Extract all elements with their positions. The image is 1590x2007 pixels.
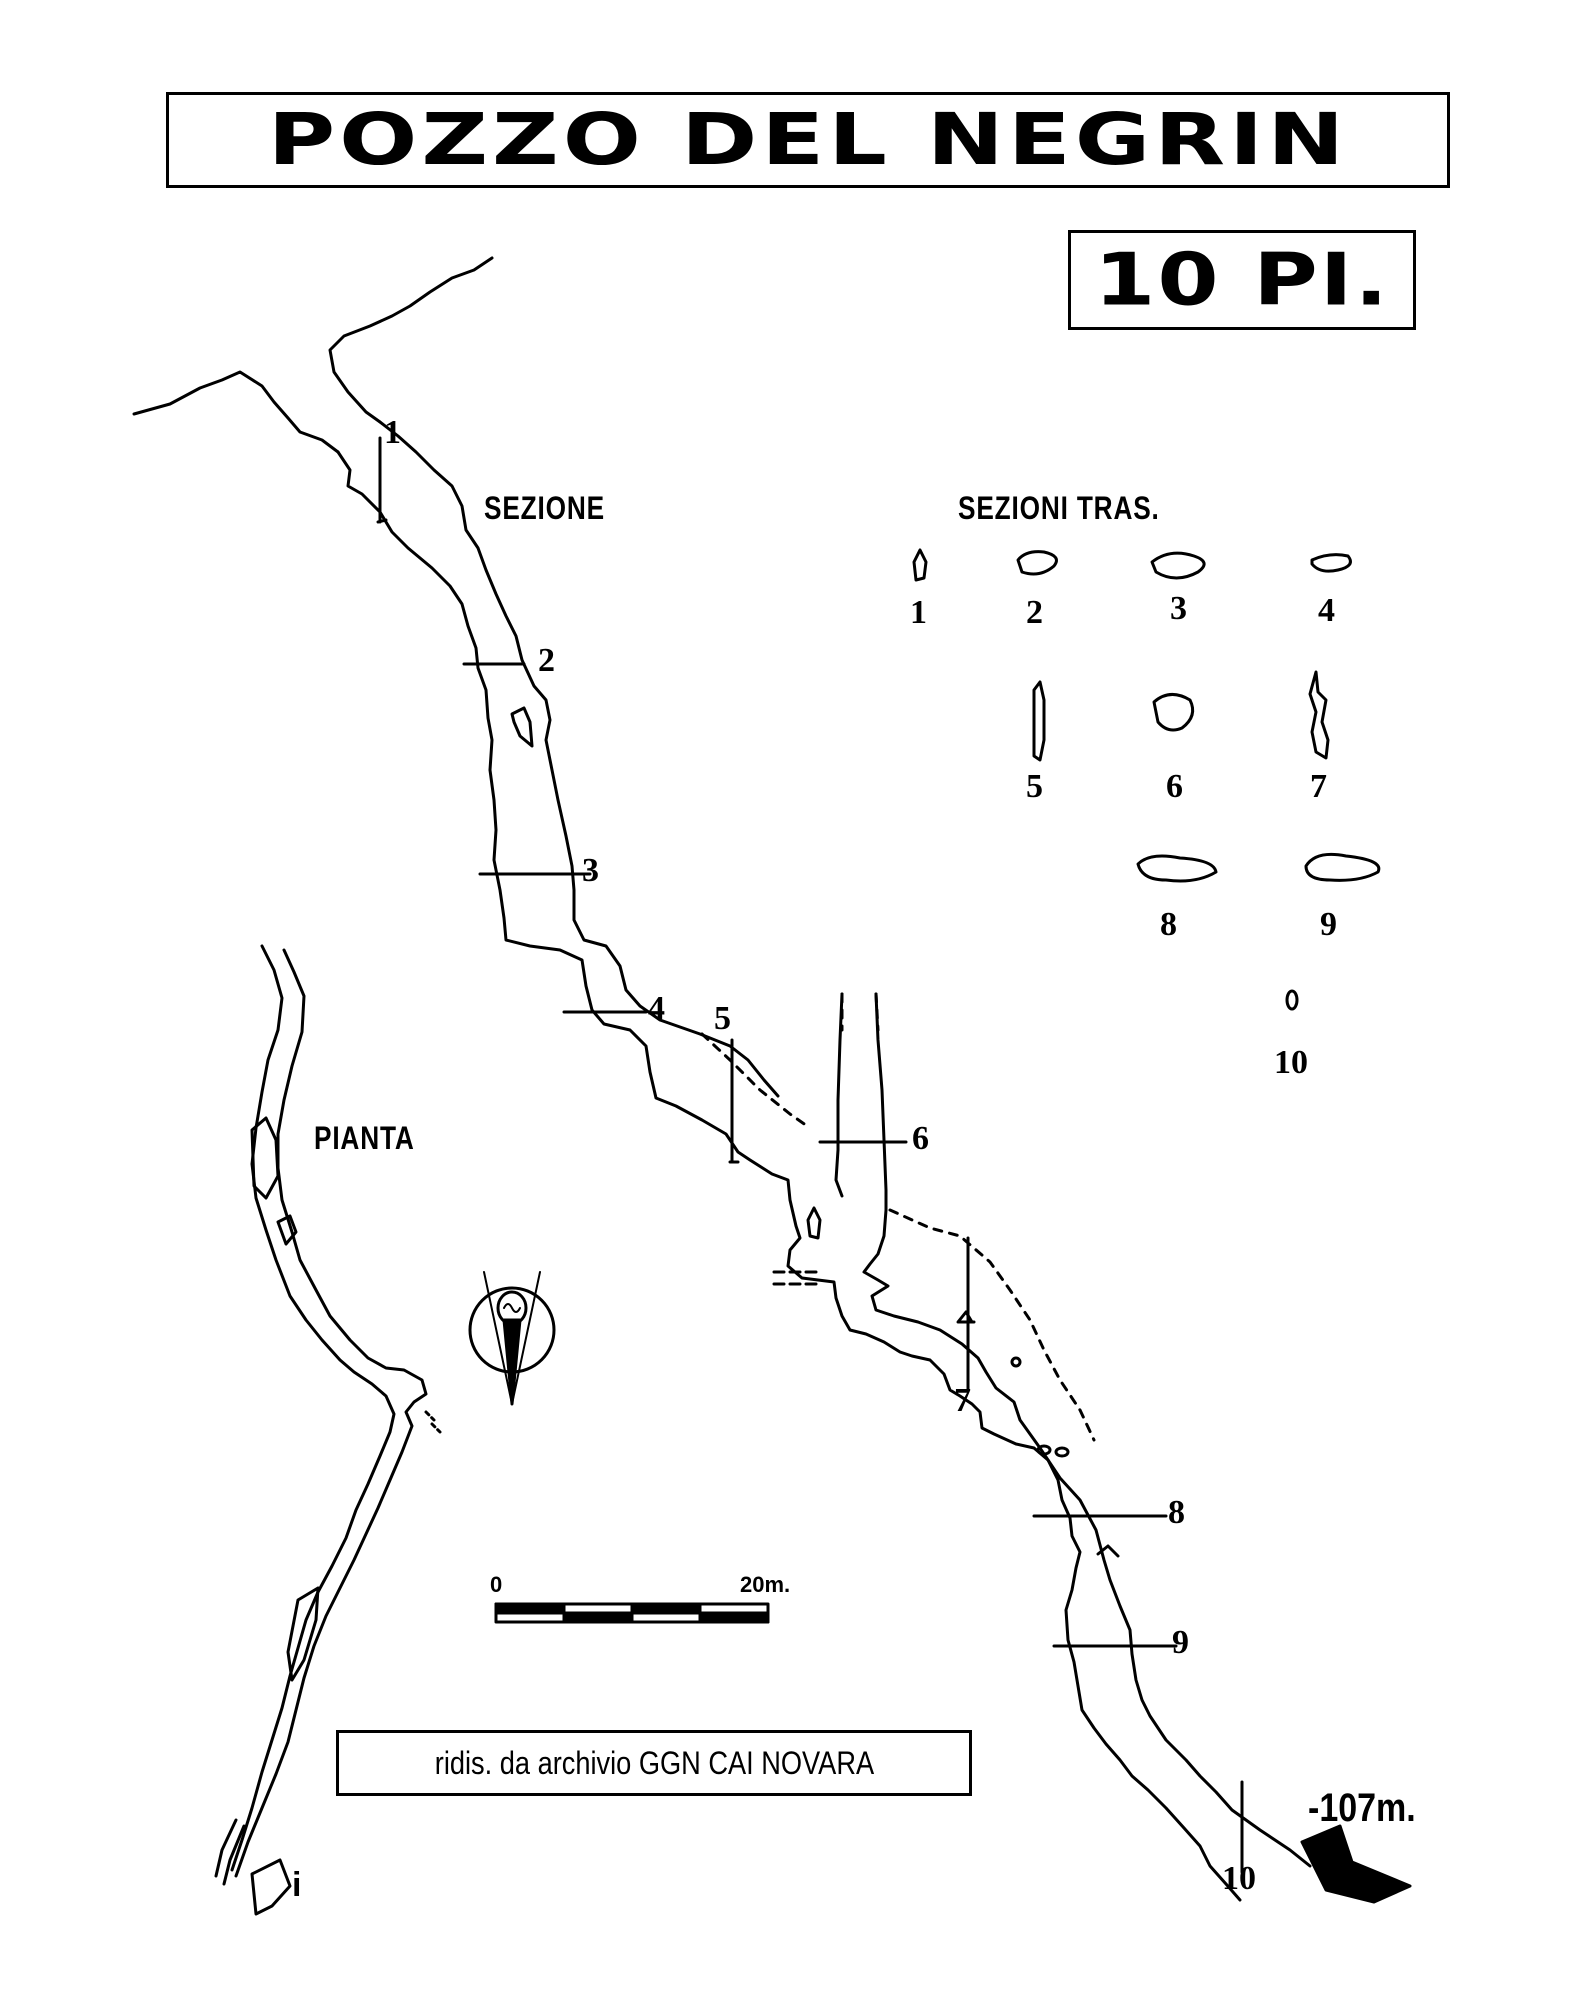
section-marker-8: 8 bbox=[1168, 1494, 1185, 1531]
cross-sections-label: SEZIONI TRAS. bbox=[958, 490, 1160, 526]
plan-label: PIANTA bbox=[314, 1120, 415, 1156]
cross-section-number-10: 10 bbox=[1274, 1044, 1308, 1081]
plan-wall-left bbox=[230, 944, 396, 1872]
pebble bbox=[806, 1206, 822, 1240]
cross-section-number-9: 9 bbox=[1320, 906, 1337, 943]
cross-section-number-8: 8 bbox=[1160, 906, 1177, 943]
plan-dashes bbox=[424, 1410, 442, 1434]
scale-start-label: 0 bbox=[490, 1572, 503, 1597]
dashed-shaft-top bbox=[840, 992, 880, 1032]
section-wall-left bbox=[336, 450, 1242, 1902]
credit-box: ridis. da archivio GGN CAI NOVARA bbox=[336, 1730, 972, 1796]
cross-section-number-1: 1 bbox=[910, 594, 927, 631]
north-arrow bbox=[468, 1271, 556, 1406]
section-marker-5: 5 bbox=[714, 1000, 731, 1037]
section-wall-right-lower bbox=[862, 1208, 1312, 1868]
dashed-passage-1 bbox=[700, 1032, 812, 1130]
chamber-small-3 bbox=[1054, 1446, 1070, 1458]
plan-detail-3 bbox=[286, 1586, 320, 1682]
section-marker-9: 9 bbox=[1172, 1624, 1189, 1661]
cross-section-number-4: 4 bbox=[1318, 592, 1335, 629]
plan-detail-2 bbox=[276, 1214, 298, 1246]
cross-section-shapes bbox=[912, 548, 1381, 1011]
section-cut-lines bbox=[376, 436, 1244, 1874]
dashed-side bbox=[772, 1270, 818, 1286]
cross-section-number-2: 2 bbox=[1026, 594, 1043, 631]
depth-arrow bbox=[1300, 1824, 1412, 1904]
plan-detail-4 bbox=[214, 1818, 246, 1886]
title-box: POZZO DEL NEGRIN bbox=[166, 92, 1450, 188]
scale-bar bbox=[494, 1602, 770, 1624]
entrance-glyph bbox=[250, 1858, 292, 1916]
depth-label: -107m. bbox=[1308, 1786, 1416, 1830]
pocket bbox=[510, 706, 534, 748]
scale-end-label: 20m. bbox=[740, 1572, 791, 1597]
section-marker-2: 2 bbox=[538, 642, 555, 679]
cross-section-number-5: 5 bbox=[1026, 768, 1043, 805]
cross-section-number-6: 6 bbox=[1166, 768, 1183, 805]
surface-line-left bbox=[132, 370, 340, 454]
chamber-small-1 bbox=[1010, 1356, 1022, 1368]
chamber-small-2 bbox=[1036, 1444, 1052, 1456]
cross-section-number-3: 3 bbox=[1170, 590, 1187, 627]
cave-code: 10 PI. bbox=[1094, 237, 1390, 322]
section-marker-7: 7 bbox=[954, 1382, 971, 1419]
credit-text: ridis. da archivio GGN CAI NOVARA bbox=[434, 1744, 874, 1781]
section-marker-4: 4 bbox=[648, 990, 665, 1027]
entrance-marker: i bbox=[292, 1866, 302, 1904]
cross-section-number-7: 7 bbox=[1310, 768, 1327, 805]
section-marker-3: 3 bbox=[582, 852, 599, 889]
surface-line-right bbox=[328, 256, 494, 424]
shaft-right bbox=[874, 992, 888, 1212]
map-title: POZZO DEL NEGRIN bbox=[267, 97, 1349, 182]
plan-detail-1 bbox=[250, 1116, 280, 1200]
chamber-bump bbox=[1096, 1544, 1120, 1558]
dashed-passage-2 bbox=[888, 1208, 1096, 1442]
section-marker-6: 6 bbox=[912, 1120, 929, 1157]
cave-code-box: 10 PI. bbox=[1068, 230, 1416, 330]
section-marker-10: 10 bbox=[1222, 1860, 1256, 1897]
shaft-left bbox=[834, 992, 844, 1198]
section-wall-right bbox=[378, 420, 780, 1098]
section-marker-1: 1 bbox=[384, 414, 401, 451]
plan-wall-right bbox=[234, 948, 428, 1878]
section-label: SEZIONE bbox=[484, 490, 605, 526]
